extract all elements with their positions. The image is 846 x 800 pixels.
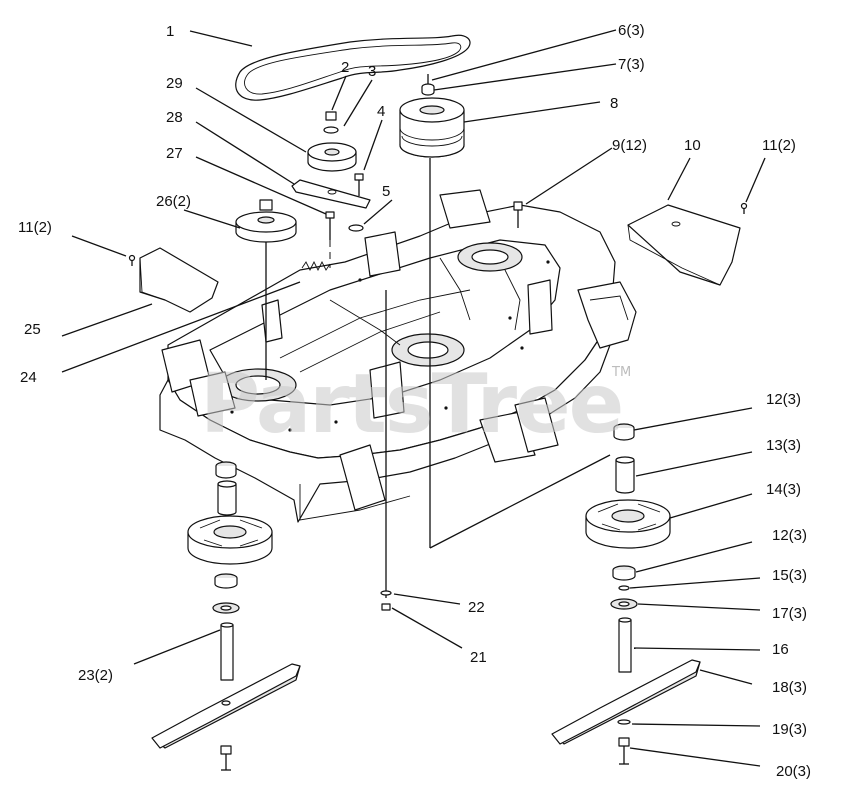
label-part-8: 8	[610, 95, 618, 112]
label-part-10: 10	[684, 137, 701, 154]
belt-shield	[627, 204, 741, 286]
mower-deck	[159, 189, 637, 523]
label-part-2: 2	[341, 59, 349, 76]
label-part-27: 27	[166, 145, 183, 162]
label-part-11-right: 11(2)	[762, 137, 796, 154]
label-part-6: 6(3)	[618, 22, 645, 39]
arm-bolt	[325, 211, 335, 240]
label-part-25: 25	[24, 321, 41, 338]
watermark: PartsTree TM	[200, 357, 631, 452]
idler-bolt	[354, 173, 364, 196]
label-part-22: 22	[468, 599, 485, 616]
bolt-11-right	[740, 202, 748, 214]
label-part-17: 17(3)	[772, 605, 807, 622]
double-pulley	[399, 97, 465, 158]
left-spindle-assembly	[151, 461, 301, 771]
label-part-28: 28	[166, 109, 183, 126]
axis-lines	[265, 158, 611, 598]
label-part-21: 21	[470, 649, 487, 666]
label-part-1: 1	[166, 23, 174, 40]
label-part-13: 13(3)	[766, 437, 801, 454]
spindle-pulley-left	[235, 199, 297, 243]
watermark-trademark: TM	[611, 365, 631, 380]
arm-washer	[348, 224, 364, 232]
label-part-24: 24	[20, 369, 37, 386]
label-part-15: 15(3)	[772, 567, 807, 584]
label-part-29: 29	[166, 75, 183, 92]
label-part-19: 19(3)	[772, 721, 807, 738]
label-part-7: 7(3)	[618, 56, 645, 73]
center-washer-nut	[380, 590, 392, 611]
pulley-nut	[421, 74, 435, 96]
label-part-5: 5	[382, 183, 390, 200]
bolt-11-left	[128, 254, 136, 266]
label-part-4: 4	[377, 103, 385, 120]
right-spindle-assembly	[551, 423, 701, 765]
watermark-text: PartsTree	[200, 357, 622, 452]
tension-spring	[301, 260, 331, 272]
deck-bolt	[513, 201, 523, 228]
label-part-12-top: 12(3)	[766, 391, 801, 408]
label-part-12-bottom: 12(3)	[772, 527, 807, 544]
leader-lines	[61, 29, 766, 767]
idler-nut	[323, 111, 339, 134]
label-part-23: 23(2)	[78, 667, 113, 684]
label-part-11-left: 11(2)	[18, 219, 52, 236]
label-part-18: 18(3)	[772, 679, 807, 696]
label-part-16: 16	[772, 641, 789, 658]
label-part-26: 26(2)	[156, 193, 191, 210]
label-part-20: 20(3)	[776, 763, 811, 780]
label-part-3: 3	[368, 63, 376, 80]
idler-pulley	[307, 142, 357, 172]
label-part-9: 9(12)	[612, 137, 647, 154]
part-labels: 1 2 3 4 5 6(3) 7(3) 8 9(12) 10 11(2) 11(…	[18, 22, 811, 780]
left-shield	[139, 247, 219, 313]
drive-belt	[235, 34, 471, 101]
label-part-14: 14(3)	[766, 481, 801, 498]
idler-arm	[291, 179, 371, 209]
